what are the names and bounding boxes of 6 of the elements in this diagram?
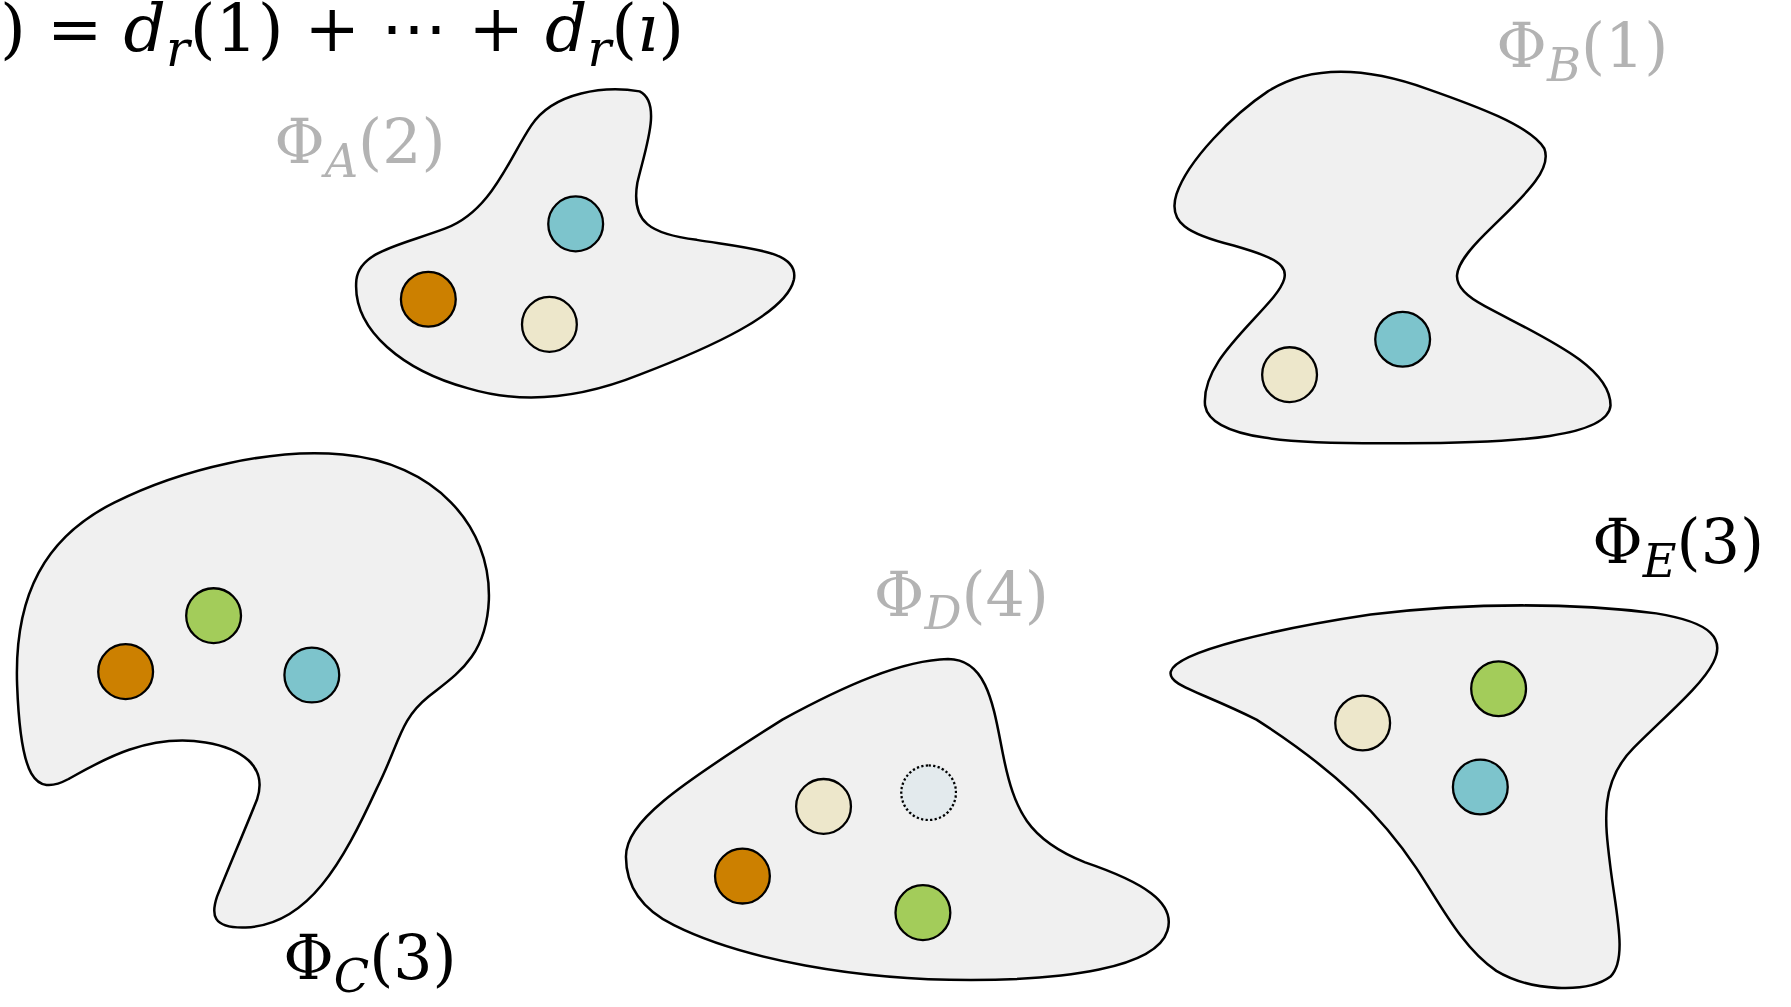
set-label: Φ$_{E}$(3) — [1592, 511, 1764, 584]
set-label: Φ$_{B}$(1) — [1496, 16, 1669, 89]
formula-text: ) = d$_{r}$(1) + ⋯ + d$_{r}$(ı) — [0, 0, 685, 75]
set-label: Φ$_{A}$(2) — [274, 111, 446, 185]
set-label: Φ$_{D}$(4) — [873, 564, 1049, 637]
set-label: Φ$_{C}$(3) — [283, 927, 457, 1000]
